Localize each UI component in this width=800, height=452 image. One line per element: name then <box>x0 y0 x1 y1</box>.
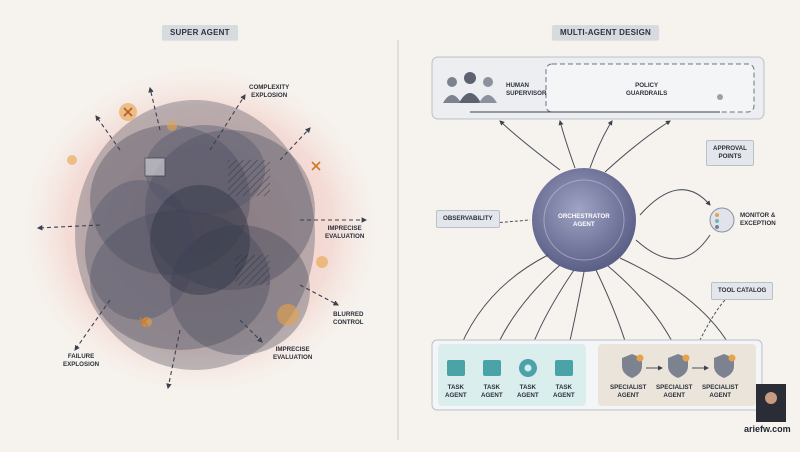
specialist-agent-label-1: SPECIALIST AGENT <box>610 384 647 399</box>
specialist-agent-label-3: SPECIALIST AGENT <box>702 384 739 399</box>
specialist-agent-label-2: SPECIALIST AGENT <box>656 384 693 399</box>
orchestrator-agent <box>532 168 636 272</box>
monitor-exception-label: MONITOR & EXCEPTION <box>740 212 776 227</box>
tool-catalog-box: TOOL CATALOG <box>711 282 774 300</box>
complexity-explosion-label: COMPLEXITY EXPLOSION <box>249 84 290 99</box>
blurred-control-label: BLURRED CONTROL <box>333 311 364 326</box>
governance-panel <box>431 56 765 120</box>
right-panel-title: MULTI-AGENT DESIGN <box>552 25 660 40</box>
orchestrator-agent-label: ORCHESTRATOR AGENT <box>558 213 610 228</box>
human-supervisor-label: HUMAN SUPERVISOR <box>506 82 547 97</box>
human-supervisor-icons <box>443 72 497 103</box>
left-panel-title: SUPER AGENT <box>162 25 238 40</box>
failure-explosion-label: FAILURE EXPLOSION <box>63 353 100 368</box>
author-avatar <box>756 384 786 422</box>
observability-box: OBSERVABILITY <box>436 210 500 228</box>
super-agent-blob <box>10 55 390 405</box>
monitor-icon <box>709 207 735 233</box>
imprecise-evaluation-right-label: IMPRECISE EVALUATION <box>325 225 365 240</box>
task-agent-icons <box>447 359 573 377</box>
task-agent-label-1: TASK AGENT <box>445 384 467 399</box>
specialist-agent-shields <box>622 354 736 378</box>
policy-guardrails-label: POLICY GUARDRAILS <box>626 82 668 97</box>
task-agent-label-3: TASK AGENT <box>517 384 539 399</box>
task-agent-label-2: TASK AGENT <box>481 384 503 399</box>
approval-points-box: APPROVAL POINTS <box>706 140 754 166</box>
chaos-arrows <box>36 86 368 390</box>
imprecise-evaluation-bottom-label: IMPRECISE EVALUATION <box>273 346 313 361</box>
site-watermark: ariefw.com <box>744 424 791 434</box>
task-agent-label-4: TASK AGENT <box>553 384 575 399</box>
agent-rows <box>431 339 763 411</box>
